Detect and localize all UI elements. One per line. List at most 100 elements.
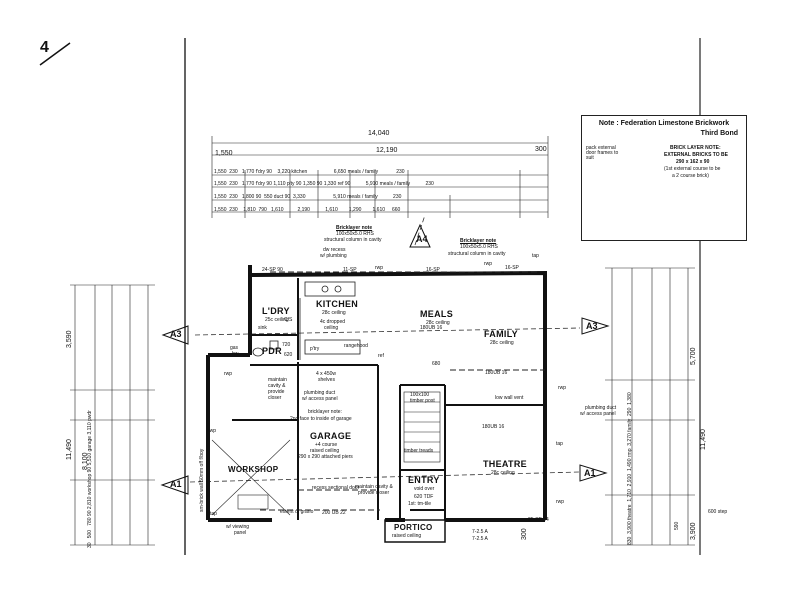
room-garage: GARAGE — [310, 431, 352, 441]
note-sm-wall: sm-brick wall 50mm off f/boy — [199, 448, 205, 512]
note-dim-720: 720 — [282, 342, 291, 348]
note-uub-5: 200 UB 22 — [322, 510, 346, 516]
note-maintain-1c: provide — [268, 389, 285, 395]
note-rwp-3: rwp — [375, 265, 384, 271]
note-box-brick-note: BRICK LAYER NOTE: — [670, 145, 721, 151]
note-extent-of-grano: extent of grano — [280, 509, 314, 515]
note-bricklayer-1c: structural column in cavity — [324, 237, 382, 243]
note-bricklayer-2c: structural column in cavity — [448, 251, 506, 257]
note-ref: ref — [378, 353, 384, 359]
note-rhs-2: 7-2.5 A — [472, 536, 488, 542]
note-plumbing-duct-2: w/ access panel — [302, 396, 338, 402]
left-upper-dimension: 3,590 — [66, 330, 73, 348]
section-markers — [160, 223, 610, 495]
note-sp11: 11-SP — [343, 267, 357, 273]
note-workshop-panel: w/ viewing — [226, 524, 250, 530]
room-garage-sub: +4 course — [315, 442, 338, 448]
note-sp16b: 16-SP — [505, 265, 519, 271]
note-rhs: 7-2.5 A — [472, 529, 488, 535]
room-entry-sub: void over — [414, 486, 435, 492]
note-dw-recess-2: w/ plumbing — [320, 253, 347, 259]
note-stair-post-2: timber post — [410, 398, 435, 404]
note-sp24: 24-SP 90 — [262, 267, 283, 273]
top-dim-row-4: 1,550 230 1,810 790 1,610 2,190 1,610 1,… — [214, 207, 401, 213]
room-theatre-sub: 28c ceiling — [491, 470, 515, 476]
note-bricklayer-3: bricklayer note: — [308, 409, 342, 415]
note-bricklayer-3b: 2nd face to inside of garage — [290, 416, 352, 422]
header-beams — [260, 271, 545, 511]
note-maintain-2: maintain cavity & — [355, 484, 393, 490]
right-total-dimension: 11,490 — [700, 429, 707, 450]
section-marker-a1-right: A1 — [584, 468, 596, 478]
note-ptry: p'try — [310, 346, 320, 352]
room-workshop: WORKSHOP — [228, 465, 279, 474]
note-tdf: 620 TDF — [414, 494, 434, 500]
note-dim-25: 25-SP 24 — [528, 517, 549, 523]
note-bricklayer-3c: 290 x 290 attached piers — [298, 454, 353, 460]
note-rwp-2: rwp — [208, 428, 217, 434]
page-marker: 4 — [40, 39, 49, 56]
note-tdf-2: 1st: tm-tile — [408, 501, 432, 507]
note-rwp-6: rwp — [556, 499, 565, 505]
note-low-wall: low wall vent — [495, 395, 524, 401]
exterior-walls — [206, 265, 547, 522]
note-dim-680: 680 — [432, 361, 441, 367]
note-plumbing-duct-r: plumbing duct — [585, 405, 617, 411]
room-garage-sub2: raised ceiling — [310, 448, 340, 454]
room-theatre: THEATRE — [483, 459, 527, 469]
note-dim-620: 620 — [284, 352, 293, 358]
note-maintain-1: maintain — [268, 377, 287, 383]
entry-stairs — [403, 391, 441, 463]
note-dropped-ceiling-2: ceiling — [324, 325, 339, 331]
note-cs: C/S — [284, 317, 293, 323]
note-bricklayer-1: Bricklayer note — [336, 225, 373, 231]
note-plumbing-duct-r2: w/ access panel — [580, 411, 616, 417]
room-pdr: PDR — [262, 346, 282, 356]
top-dim-row-3: 1,550 230 1,800 90 550 duct 90 3,330 5,9… — [214, 194, 402, 200]
note-uub-2: 180UB 16 — [485, 370, 508, 376]
note-gas: gas — [230, 345, 239, 351]
note-stair-post: 100x100 — [410, 392, 430, 398]
room-portico: PORTICO — [394, 523, 433, 532]
section-marker-a1-left: A1 — [170, 479, 182, 489]
brickwork-note-box: Note : Federation Limestone Brickwork Th… — [581, 115, 747, 241]
note-dw-recess: dw recess — [323, 247, 346, 253]
note-box-title-2: Third Bond — [700, 130, 738, 137]
note-portico-dim: 300 — [521, 528, 528, 540]
note-box-pack: pack external door frames to suit — [586, 145, 619, 161]
note-maintain-1d: closer — [268, 395, 282, 401]
right-upper-dimension: 3,900 — [690, 522, 697, 540]
note-hw: hw — [232, 351, 239, 357]
right-dim-590: 590 — [674, 521, 680, 530]
room-portico-sub: raised ceiling — [392, 533, 422, 539]
note-plumbing-duct: plumbing duct — [304, 390, 336, 396]
room-family: FAMILY — [484, 329, 518, 339]
note-rwp-4: rwp — [484, 261, 493, 267]
note-timber-treads: timber treads — [404, 448, 434, 454]
room-entry: ENTRY — [408, 475, 440, 485]
top-inner-dimension: 12,190 — [376, 147, 398, 154]
top-left-dimension: 1,550 — [215, 150, 233, 157]
note-shelves-2: shelves — [318, 377, 335, 383]
note-box-title: Note : Federation Limestone Brickwork — [598, 120, 730, 127]
note-tap-3: tap — [556, 441, 563, 447]
note-box-brick-note-3: 290 x 162 x 90 — [676, 159, 710, 165]
left-dimension-lines — [70, 284, 155, 546]
room-kitchen: KITCHEN — [316, 299, 359, 309]
top-dim-row-1: 1,550 230 1,770 f'dry 90 3,220 kitchen 6… — [214, 169, 405, 175]
workshop-hatch — [211, 439, 291, 516]
note-box-brick-note-5: a 2 course brick) — [672, 173, 709, 179]
bottom-left-dims: 30 500 780 90 2,810 workshop 90 5,510 ga… — [87, 410, 93, 548]
right-dims: 830 3,900 theatre 1,710 2,910 1,490 rmp … — [627, 392, 633, 545]
right-dim-step: 600 step — [708, 509, 728, 515]
section-marker-a3-right: A3 — [586, 321, 598, 331]
room-family-sub: 28c ceiling — [490, 340, 514, 346]
portico — [384, 519, 446, 543]
note-uub-1: 180UB 16 — [420, 325, 443, 331]
note-rangehood: rangehood — [344, 343, 368, 349]
top-total-dimension: 14,040 — [368, 130, 390, 137]
note-dropped-ceiling: 4c dropped — [320, 319, 346, 325]
note-bricklayer-1b: 100x50x5.0 RHS — [336, 231, 374, 237]
note-rwp-5: rwp — [558, 385, 567, 391]
